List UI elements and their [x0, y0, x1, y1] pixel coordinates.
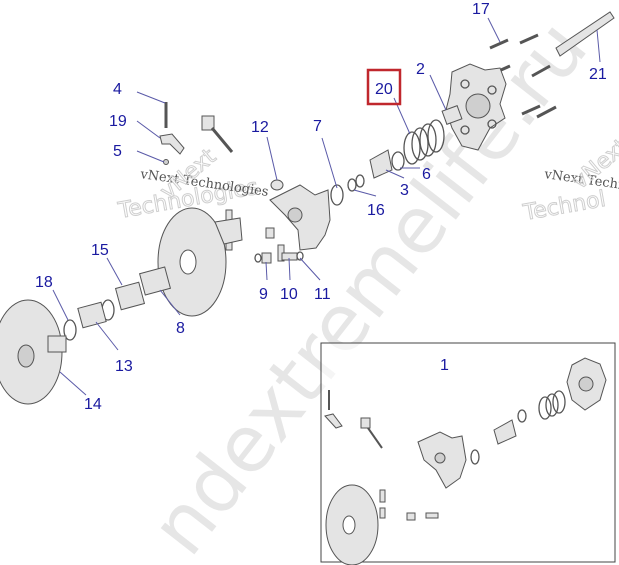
weight-arm-19	[159, 102, 185, 165]
washer-6	[391, 151, 405, 171]
callout-16[interactable]: 16	[367, 202, 385, 219]
callout-5[interactable]: 5	[113, 143, 122, 160]
callout-13[interactable]: 13	[115, 358, 133, 375]
callout-21[interactable]: 21	[589, 66, 607, 83]
shaft-3	[369, 149, 393, 179]
callout-3[interactable]: 3	[400, 182, 409, 199]
washer-7	[330, 184, 344, 206]
bushing-2	[441, 105, 463, 125]
callout-2[interactable]: 2	[416, 61, 425, 78]
svg-text:Technol: Technol	[521, 187, 608, 226]
callout-8[interactable]: 8	[176, 320, 185, 337]
highlight-box-20	[366, 68, 402, 106]
ring-18	[63, 319, 77, 341]
bushing-8	[138, 266, 172, 296]
roller-pin	[201, 115, 234, 153]
o-ring-16	[347, 178, 357, 192]
callout-18[interactable]: 18	[35, 274, 53, 291]
cap-12	[270, 179, 284, 191]
bushing-13	[77, 301, 107, 329]
fixed-sheave-14	[0, 299, 67, 405]
spring-20	[403, 119, 445, 165]
leader-lines	[52, 17, 601, 396]
callout-14[interactable]: 14	[84, 396, 102, 413]
callout-20[interactable]: 20	[375, 81, 393, 98]
callout-10[interactable]: 10	[280, 286, 298, 303]
callout-labels: 17 21 2 20 4 19 5 12 7 6 3 16 15 18 9 10…	[35, 1, 607, 413]
callout-17[interactable]: 17	[472, 1, 490, 18]
callout-7[interactable]: 7	[313, 118, 322, 135]
callout-9[interactable]: 9	[259, 286, 268, 303]
movable-sheave	[157, 207, 243, 317]
spider-2	[445, 63, 507, 151]
puller-21	[555, 11, 615, 57]
roller-housing	[269, 184, 331, 251]
callout-19[interactable]: 19	[109, 113, 127, 130]
callout-4[interactable]: 4	[113, 81, 122, 98]
callout-6[interactable]: 6	[422, 166, 431, 183]
callout-12[interactable]: 12	[251, 119, 269, 136]
assembly-inset: 1	[320, 342, 616, 565]
callout-15[interactable]: 15	[91, 242, 109, 259]
bushing-15	[114, 281, 146, 311]
callout-11[interactable]: 11	[314, 286, 331, 303]
callout-1[interactable]: 1	[440, 357, 449, 374]
